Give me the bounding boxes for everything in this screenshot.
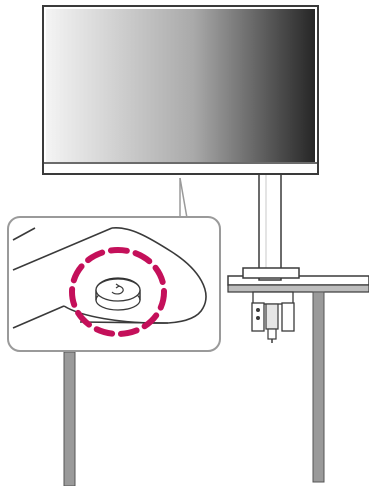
detail-callout bbox=[7, 216, 221, 352]
monitor-icon bbox=[42, 5, 319, 175]
desk-icon bbox=[63, 275, 369, 486]
desk-top-edge bbox=[227, 284, 369, 293]
stand-base bbox=[242, 267, 300, 279]
rotation-knob-icon bbox=[95, 277, 141, 311]
callout-pointer bbox=[179, 177, 188, 219]
rotate-arrow-icon bbox=[111, 283, 124, 295]
dashed-highlight-circle bbox=[69, 247, 167, 337]
monitor-screen bbox=[46, 9, 315, 162]
monitor-stand-icon bbox=[242, 169, 300, 281]
desk-clamp-icon bbox=[251, 291, 295, 343]
desk-leg-right bbox=[312, 291, 325, 483]
desk-leg-left bbox=[63, 351, 76, 486]
stand-pole bbox=[258, 169, 282, 281]
